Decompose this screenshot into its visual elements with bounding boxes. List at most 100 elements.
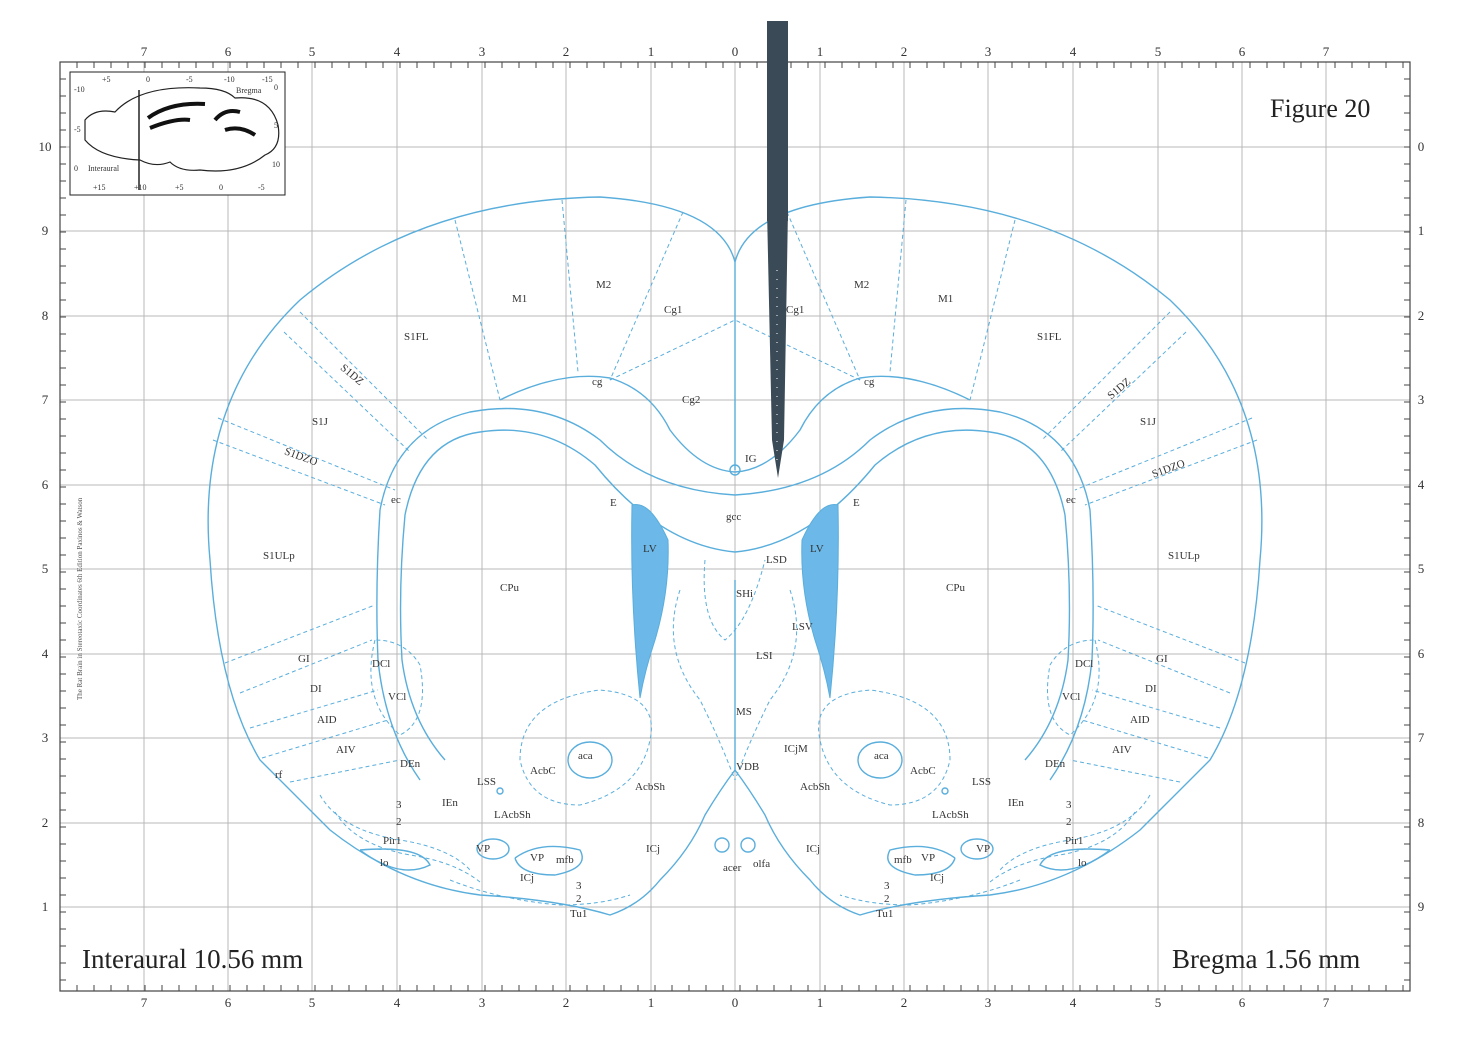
- label-rf: rf: [275, 769, 283, 781]
- label-e-right: E: [853, 497, 860, 509]
- label-tu-layer2-left: 2: [576, 893, 582, 905]
- label-s1j-left: S1J: [312, 416, 329, 428]
- left-axis-tick-label: 4: [42, 646, 49, 661]
- label-cg1-left: Cg1: [664, 304, 682, 316]
- label-layer2-right: 2: [1066, 816, 1072, 828]
- label-acbsh-left: AcbSh: [635, 781, 665, 793]
- label-layer2-left: 2: [396, 816, 402, 828]
- inset-sagittal-map: Bregma Interaural +5 0 -5 -10 -15 +15 +1…: [69, 71, 286, 196]
- left-axis-tick-label: 1: [42, 899, 49, 914]
- top-axis-tick-label: 7: [141, 44, 148, 59]
- label-aiv-right: AIV: [1112, 744, 1132, 756]
- bottom-axis-tick-label: 4: [1070, 995, 1077, 1010]
- label-gcc: gcc: [726, 511, 741, 523]
- left-axis-tick-label: 2: [42, 815, 49, 830]
- label-s1ulp-right: S1ULp: [1168, 550, 1200, 562]
- bregma-caption: Bregma 1.56 mm: [1172, 944, 1360, 974]
- label-m2-right: M2: [854, 279, 869, 291]
- label-di-left: DI: [310, 683, 322, 695]
- label-vp-right-1: VP: [976, 843, 990, 855]
- inset-left-tick: 0: [74, 164, 78, 173]
- bottom-axis-tick-label: 7: [141, 995, 148, 1010]
- bottom-axis-tick-label: 5: [309, 995, 316, 1010]
- right-axis-tick-label: 5: [1418, 561, 1425, 576]
- top-axis-tick-label: 3: [985, 44, 992, 59]
- label-cpu-right: CPu: [946, 582, 965, 594]
- left-axis-tick-label: 8: [42, 308, 49, 323]
- label-e-left: E: [610, 497, 617, 509]
- right-axis-tick-label: 4: [1418, 477, 1425, 492]
- label-icj-left-2: ICj: [520, 872, 534, 884]
- label-dci-right: DCl: [1075, 658, 1093, 670]
- top-axis-tick-label: 7: [1323, 44, 1330, 59]
- label-icj-right-2: ICj: [930, 872, 944, 884]
- label-lacbsh-left: LAcbSh: [494, 809, 531, 821]
- top-axis-tick-label: 1: [817, 44, 824, 59]
- bottom-axis-tick-label: 7: [1323, 995, 1330, 1010]
- interaural-caption: Interaural 10.56 mm: [82, 944, 303, 974]
- left-axis-tick-label: 9: [42, 223, 49, 238]
- label-vci-left: VCl: [388, 691, 406, 703]
- lateral-ventricle-right: [801, 503, 839, 699]
- left-axis-tick-label: 7: [42, 392, 49, 407]
- label-s1ulp-left: S1ULp: [263, 550, 295, 562]
- label-acbc-left: AcbC: [530, 765, 556, 777]
- inset-bottom-tick: +5: [175, 183, 184, 192]
- label-acer: acer: [723, 862, 742, 874]
- label-lv-left: LV: [643, 543, 657, 555]
- label-ms: MS: [736, 706, 752, 718]
- top-axis-tick-label: 1: [648, 44, 655, 59]
- label-den-left: DEn: [400, 758, 421, 770]
- right-axis-tick-label: 7: [1418, 730, 1425, 745]
- label-m2-left: M2: [596, 279, 611, 291]
- label-cg2: Cg2: [682, 394, 700, 406]
- label-ien-right: IEn: [1008, 797, 1024, 809]
- label-aid-right: AID: [1130, 714, 1150, 726]
- label-s1dz-right: S1DZ: [1105, 376, 1133, 402]
- label-acbsh-right: AcbSh: [800, 781, 830, 793]
- label-s1dz-left: S1DZ: [338, 362, 366, 388]
- label-tu-layer3-left: 3: [576, 880, 582, 892]
- inset-right-tick: 5: [274, 121, 278, 130]
- label-tu-layer2-right: 2: [884, 893, 890, 905]
- figure-label: Figure 20: [1270, 94, 1370, 123]
- label-aid-left: AID: [317, 714, 337, 726]
- lateral-ventricle-left: [631, 503, 669, 699]
- right-axis-tick-label: 3: [1418, 392, 1425, 407]
- label-lacbsh-right: LAcbSh: [932, 809, 969, 821]
- plate-frame: [59, 61, 1411, 992]
- top-axis-tick-label: 4: [1070, 44, 1077, 59]
- label-s1fl-left: S1FL: [404, 331, 429, 343]
- label-tu1-right: Tu1: [876, 908, 893, 920]
- top-axis-tick-label: 4: [394, 44, 401, 59]
- label-aca-left: aca: [578, 750, 593, 762]
- label-s1dzo-right: S1DZO: [1150, 458, 1186, 481]
- inset-left-tick: -10: [74, 85, 85, 94]
- bottom-axis-tick-label: 0: [732, 995, 739, 1010]
- label-lss-right: LSS: [972, 776, 991, 788]
- label-gi-left: GI: [298, 653, 310, 665]
- label-icjm: ICjM: [784, 743, 808, 755]
- top-axis-tick-label: 2: [901, 44, 908, 59]
- label-cg-left: cg: [592, 376, 603, 388]
- inset-bottom-tick: -5: [258, 183, 265, 192]
- side-caption: The Rat Brain in Stereotaxic Coordinates…: [76, 497, 84, 700]
- label-ec-right: ec: [1066, 494, 1076, 506]
- label-pir1-left: Pir1: [383, 835, 401, 847]
- bottom-axis-tick-label: 6: [1239, 995, 1246, 1010]
- label-vp-right-2: VP: [921, 852, 935, 864]
- top-axis-tick-label: 2: [563, 44, 570, 59]
- label-aca-right: aca: [874, 750, 889, 762]
- label-s1j-right: S1J: [1140, 416, 1157, 428]
- label-layer3-left: 3: [396, 799, 402, 811]
- label-ien-left: IEn: [442, 797, 458, 809]
- left-axis-tick-label: 5: [42, 561, 49, 576]
- right-axis-tick-label: 6: [1418, 646, 1425, 661]
- top-axis-tick-label: 5: [309, 44, 316, 59]
- label-shi: SHi: [736, 588, 753, 600]
- label-cg-right: cg: [864, 376, 875, 388]
- label-lsv: LSV: [792, 621, 813, 633]
- inset-interaural-label: Interaural: [88, 164, 120, 173]
